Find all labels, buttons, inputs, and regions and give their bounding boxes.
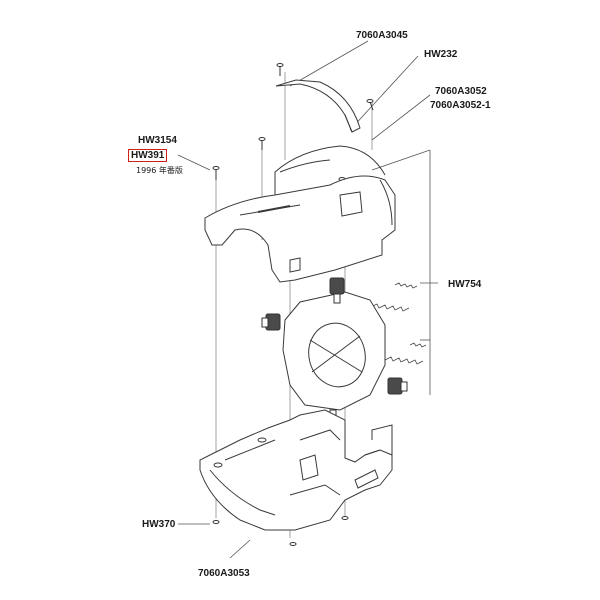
label-hw391-highlighted: HW391 (128, 149, 168, 162)
shutter-disc (282, 291, 386, 411)
strap-7060a3045 (275, 79, 361, 133)
label-7060a3045: 7060A3045 (356, 30, 408, 41)
label-hw3154: HW3154 (138, 135, 177, 146)
screw-hw232 (366, 99, 374, 111)
label-hw754: HW754 (448, 279, 482, 290)
leader-lines (177, 40, 438, 559)
label-hw391-note: 1996 年番版 (136, 166, 183, 175)
screw-hw3154 (258, 137, 266, 150)
label-7060a3052-1: 7060A3052-1 (430, 100, 491, 111)
top-housing-7060a3052 (204, 145, 396, 283)
screw-hw391 (212, 166, 220, 180)
label-hw370: HW370 (142, 519, 176, 530)
label-hw232: HW232 (424, 49, 458, 60)
screw-top (276, 63, 284, 76)
bottom-screws (212, 516, 349, 546)
label-7060a3053: 7060A3053 (198, 568, 250, 579)
bottom-housing-7060a3053 (199, 409, 393, 531)
label-7060a3052: 7060A3052 (435, 86, 487, 97)
